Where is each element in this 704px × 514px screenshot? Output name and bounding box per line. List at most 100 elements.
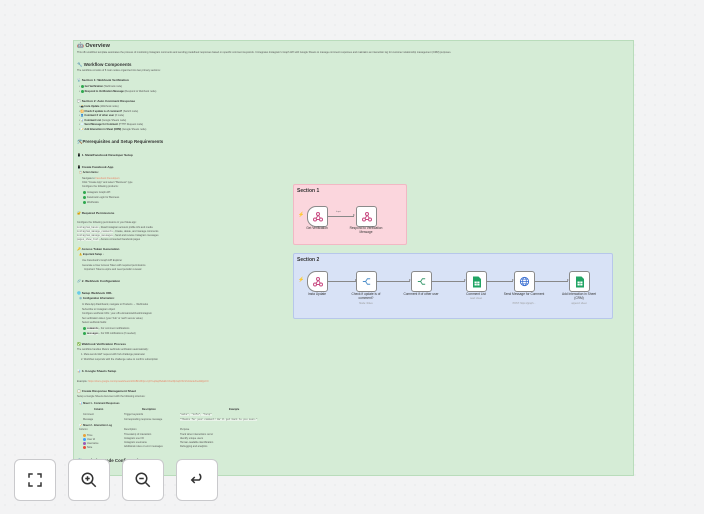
section-2-group[interactable]: Section 2 [293, 253, 613, 319]
table-cell: Track when interactions occur [180, 433, 214, 436]
node-label: Comment if of other user [403, 292, 439, 296]
trigger-bolt-icon: ⚡ [298, 212, 305, 218]
fit-view-button[interactable] [14, 459, 56, 501]
table-cell: Human-readable identification [180, 441, 214, 444]
webhook-config-heading: 🔗 2. Webhook Configuration [77, 279, 121, 283]
list-item: Set verification token (your 'hub' or 'a… [82, 316, 143, 320]
fit-view-icon [28, 473, 42, 487]
example-line: Example: https://docs.google.com/spreads… [77, 380, 209, 383]
meta-setup-heading: 📱 1. Meta/Facebook Developer Setup [77, 153, 133, 157]
components-intro: The workflow consists of 8 main nodes or… [77, 69, 161, 72]
node-label: Check if update is of comment? [351, 292, 381, 300]
list-item: • 👤 Comment if of other user (If node) [79, 114, 125, 117]
respond-webhook-icon [361, 211, 372, 221]
node-send-message[interactable] [514, 271, 535, 292]
table-header: Description [124, 428, 137, 431]
facebook-developers-link[interactable]: Facebook Developers [95, 177, 120, 180]
table-row: Comment [83, 413, 94, 416]
section2-heading: 💬 Section 2: Auto Comment Response [77, 99, 136, 103]
list-item: comments - For comment notifications [83, 327, 129, 331]
zoom-in-button[interactable] [68, 459, 110, 501]
node-respond-to-verification[interactable] [356, 206, 377, 227]
table-row: Message [83, 417, 94, 421]
node-subtitle: append: sheet [571, 302, 587, 305]
node-subtitle: read: sheet [470, 297, 482, 300]
connection-line[interactable] [376, 279, 411, 282]
node-check-comment[interactable] [356, 271, 377, 292]
example-sheet-link[interactable]: https://docs.google.com/spreadsheets/d/1… [88, 380, 209, 383]
connection-line[interactable] [486, 279, 514, 282]
undo-button[interactable] [176, 459, 218, 501]
connection-line[interactable] [327, 279, 357, 282]
important-setup-label: ⚠️ Important Setup ↓ [79, 253, 104, 256]
node-label: Add Interaction in Sheet (CRM) [561, 292, 597, 300]
connection-line[interactable] [327, 214, 355, 217]
verify-process-heading: ✅ Webhook Verification Process [77, 342, 127, 346]
table-cell: Corresponding response message [124, 417, 163, 421]
create-app-heading: 📱 Create Facebook App [77, 165, 114, 169]
prereq-heading: 🛠️Prerequisites and Setup Requirements [77, 139, 164, 144]
overview-intro: This n8n workflow template automates the… [77, 51, 452, 54]
list-item: Instagram Graph API [83, 191, 110, 195]
zoom-out-icon [135, 472, 151, 488]
list-item: Subscribe to Instagram object [82, 307, 116, 311]
undo-icon [190, 473, 202, 484]
list-item: • Respond to Verification Message (Respo… [79, 90, 157, 94]
table-header: Column [94, 408, 104, 411]
components-heading: 🔧 Workflow Components [77, 62, 132, 67]
list-item: Select webhook fields: [82, 321, 107, 324]
required-perms-heading: 🔐 Required Permissions [77, 211, 115, 215]
webhook-icon [312, 276, 323, 286]
list-item: 1. Meta sends GET request with hub.chall… [81, 353, 146, 356]
node-comment-other-user[interactable] [411, 271, 432, 292]
list-item: Important: Tokens expire and need period… [84, 268, 142, 271]
table-cell: Instagram username [124, 441, 147, 444]
table-row: Username [83, 442, 99, 446]
overview-heading: 🤖 Overview [77, 43, 110, 49]
table-cell: "auto", "info", "help" [180, 413, 212, 417]
connection-line[interactable] [534, 279, 569, 282]
sheets-setup-heading: 📊 3. Google Sheets Setup [77, 369, 117, 373]
if-icon [417, 278, 426, 285]
list-item: 2. Workflow responds with the challenge … [81, 357, 159, 361]
node-label: Get Verification [306, 226, 328, 230]
list-item: instagram_manage_comments - Create, dele… [77, 229, 159, 233]
connection-line[interactable] [431, 279, 466, 282]
node-comment-list[interactable] [466, 271, 487, 292]
trigger-bolt-icon: ⚡ [298, 277, 305, 283]
google-sheets-icon [575, 276, 584, 287]
robot-icon: 🤖 [77, 43, 84, 49]
list-item: Generate a User Access Token with requir… [82, 263, 146, 267]
list-item: instagram_basic - Read Instagram account… [77, 225, 153, 229]
list-item: Configure webhook URL: your-n8n-domain/w… [82, 312, 152, 315]
node-subtitle: Mode: Rules [359, 302, 373, 305]
zoom-out-button[interactable] [122, 459, 164, 501]
zoom-in-icon [81, 472, 97, 488]
table-cell: Trigger keywords [124, 413, 144, 416]
node-get-verification[interactable] [307, 206, 328, 227]
list-item: • 📊 Comment List (Google Sheets node) [79, 118, 127, 122]
http-request-icon [519, 276, 530, 287]
list-item: instagram_manage_messages - Send and rec… [77, 233, 159, 237]
perms-intro: Configure the following permissions in y… [77, 221, 137, 224]
node-label: Comment List [466, 292, 486, 296]
section1-heading: 📡 Section 1: Webhook Verification [77, 78, 129, 82]
list-item: pages_show_list - Access connected Faceb… [77, 237, 141, 241]
sheet2-title: 📝 Sheet 2 - Interaction Log [79, 424, 112, 427]
section-title: Section 1 [297, 188, 320, 194]
node-insta-update[interactable] [307, 271, 328, 292]
list-item: Configure the following products: [82, 185, 119, 188]
table-row: User Id [83, 438, 95, 442]
setup-url-heading: 🌐 Setup Webhook URL [77, 291, 113, 295]
table-header: Example [229, 408, 240, 411]
connection-label: Input [336, 211, 341, 213]
list-item: • 🔀 Check if update is of comment? (Swit… [79, 109, 139, 113]
list-item: Navigate to Facebook Developers [82, 177, 120, 180]
list-item: messages - For DM notifications (if need… [83, 332, 136, 336]
table-header: Purpose [180, 428, 190, 431]
create-sheet-intro: Setup a Google Sheets document with the … [77, 395, 146, 398]
google-sheets-icon [472, 276, 481, 287]
verify-intro: The workflow handles Meta's webhook veri… [77, 348, 149, 351]
node-add-interaction[interactable] [569, 271, 590, 292]
list-item: • 📸 Insta Update (Webhook node) [79, 105, 119, 108]
